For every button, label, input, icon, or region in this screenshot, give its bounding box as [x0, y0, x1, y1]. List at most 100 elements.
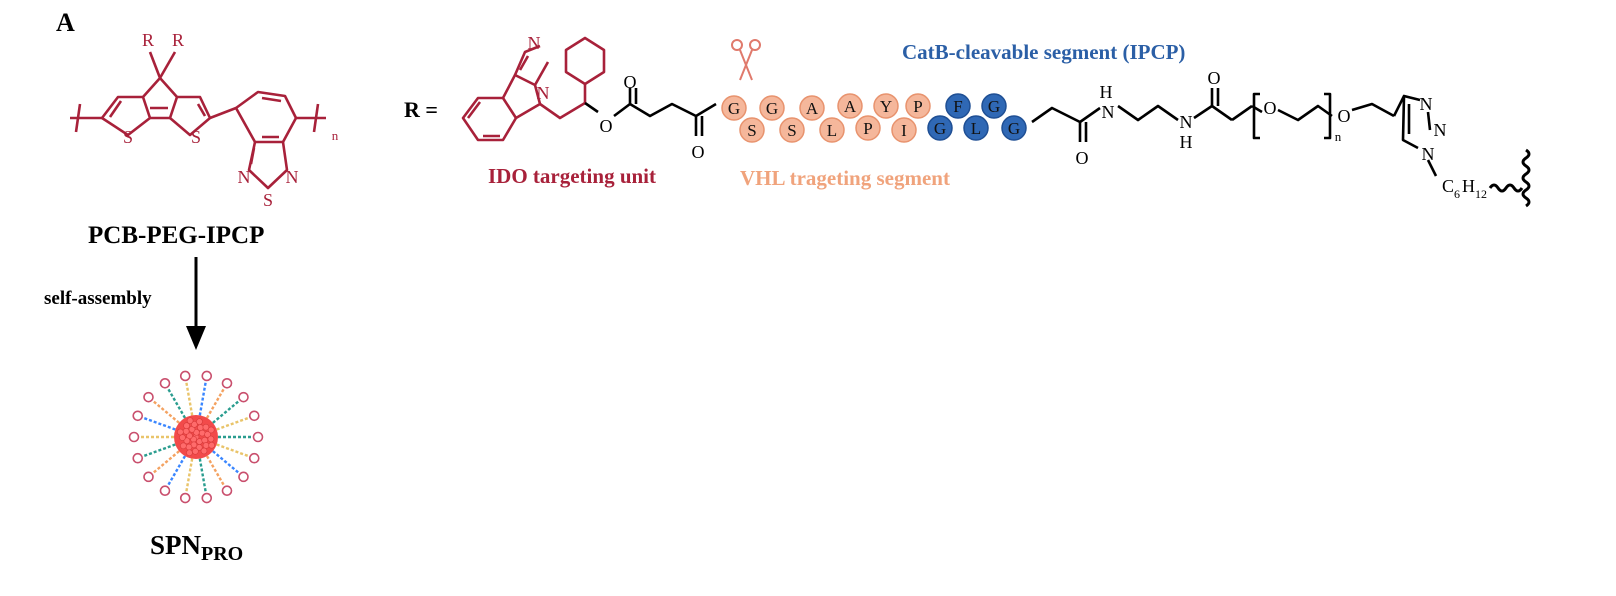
np-core-particle-13	[204, 431, 211, 438]
np-core-particle-10	[197, 424, 204, 431]
triazole-n3: N	[1422, 144, 1435, 164]
catb-bead-0	[927, 115, 953, 141]
vhl-residue-3: S	[787, 121, 796, 140]
np-core-particle-17	[179, 434, 186, 441]
np-core-particle-5	[198, 429, 206, 437]
nanoparticle-name: SPNPRO	[150, 530, 243, 566]
vhl-bead-2	[759, 95, 785, 121]
vhl-bead-9	[891, 117, 917, 143]
np-chain-7	[152, 450, 180, 474]
catb-residue-1: F	[953, 97, 962, 116]
np-headgroup-0	[252, 431, 264, 443]
catb-bead-1	[945, 93, 971, 119]
ido-atom-labels: N N	[528, 33, 550, 103]
np-core-particle-24	[200, 447, 208, 455]
np-chain-4	[198, 458, 207, 493]
vhl-residue-9: I	[901, 121, 907, 140]
np-core-particle-15	[191, 421, 198, 428]
np-chain-11	[152, 400, 180, 424]
np-chain-10	[142, 416, 176, 431]
np-core-particle-19	[192, 448, 199, 455]
polymer-atom-labels: R R S S N N S n	[123, 30, 339, 210]
vhl-bead-3	[779, 117, 805, 143]
np-chain-13	[185, 381, 194, 416]
np-headgroup-17	[248, 410, 260, 422]
triazole-n1: N	[1420, 94, 1433, 114]
hexyl-c: C	[1442, 176, 1454, 196]
np-core-particle-22	[180, 442, 187, 450]
attachment-wavy-bond	[1488, 183, 1524, 193]
np-headgroup-15	[221, 378, 233, 389]
np-core-particle-27	[186, 449, 193, 457]
np-core-particle-23	[196, 418, 203, 425]
np-headgroup-12	[159, 378, 171, 389]
np-headgroup-16	[238, 391, 249, 403]
vhl-bead-7	[855, 115, 881, 141]
r-group-label: R =	[404, 97, 438, 122]
ido-targeting-unit	[461, 36, 606, 142]
np-headgroup-8	[132, 452, 144, 464]
catb-bead-4	[1001, 115, 1027, 141]
np-headgroup-4	[201, 492, 213, 504]
polymer-atom-n1: N	[238, 167, 251, 187]
nanoparticle-name-subscript: PRO	[201, 543, 244, 565]
linker-bonds	[613, 88, 1438, 177]
np-headgroup-11	[143, 391, 154, 403]
catb-bead-3	[981, 93, 1007, 119]
vhl-bead-10	[905, 93, 931, 119]
np-core-particle-18	[202, 423, 210, 431]
vhl-residue-6: A	[844, 97, 857, 116]
np-core-particle-26	[207, 426, 215, 434]
keto-o: O	[692, 142, 705, 162]
np-core-particle-9	[183, 437, 191, 445]
polymer-repeat-index: n	[332, 128, 339, 143]
np-core-particle-14	[185, 443, 193, 451]
np-chain-8	[142, 443, 176, 458]
np-headgroup-6	[159, 485, 171, 496]
np-core-particle-12	[182, 427, 190, 435]
ido-caption: IDO targeting unit	[488, 164, 656, 188]
linker-atom-labels: O O O H N O N H O O O n N N N C 6 H 12	[600, 68, 1488, 201]
np-headgroup-2	[238, 471, 249, 483]
np-core-particle-21	[207, 435, 215, 443]
catb-residue-2: L	[971, 119, 981, 138]
catb-residue-3: G	[988, 97, 1000, 116]
peg-o1: O	[1264, 98, 1277, 118]
np-headgroup-10	[132, 410, 144, 422]
vhl-bead-4	[799, 95, 825, 121]
amide-nh2-n: N	[1180, 112, 1193, 132]
np-headgroup-13	[179, 370, 191, 382]
polymer-atom-n2: N	[286, 167, 299, 187]
amide-nh2-h: H	[1180, 132, 1193, 152]
vhl-residue-2: G	[766, 99, 778, 118]
np-core-particle-28	[186, 417, 194, 424]
np-chain-15	[205, 387, 226, 419]
amide-nh1-n: N	[1102, 102, 1115, 122]
ester-o-double: O	[624, 72, 637, 92]
np-chain-2	[212, 450, 240, 474]
np-headgroup-5	[179, 492, 191, 504]
ido-atom-n1: N	[528, 33, 541, 53]
np-core-particle-25	[177, 428, 184, 436]
np-core-particle-11	[195, 444, 203, 451]
vhl-residue-7: P	[863, 119, 872, 138]
np-headgroup-7	[143, 471, 154, 483]
polymer-atom-s3: S	[263, 190, 273, 210]
self-assembly-label: self-assembly	[44, 288, 152, 309]
scissors-icon	[731, 39, 761, 81]
np-chain-1	[216, 443, 250, 458]
vhl-bead-0	[721, 95, 747, 121]
vhl-bead-6	[837, 93, 863, 119]
triazole-n2: N	[1434, 120, 1447, 140]
vhl-bead-5	[819, 117, 845, 143]
vhl-residue-10: P	[913, 97, 922, 116]
np-chain-12	[166, 387, 187, 419]
catb-caption: CatB-cleavable segment (IPCP)	[902, 40, 1186, 64]
vhl-residue-4: A	[806, 99, 819, 118]
panel-label: A	[56, 8, 75, 37]
np-chain-17	[216, 416, 250, 431]
np-core-particle-16	[202, 442, 210, 449]
np-chain-6	[166, 455, 187, 487]
amide-nh1-h: H	[1100, 82, 1113, 102]
